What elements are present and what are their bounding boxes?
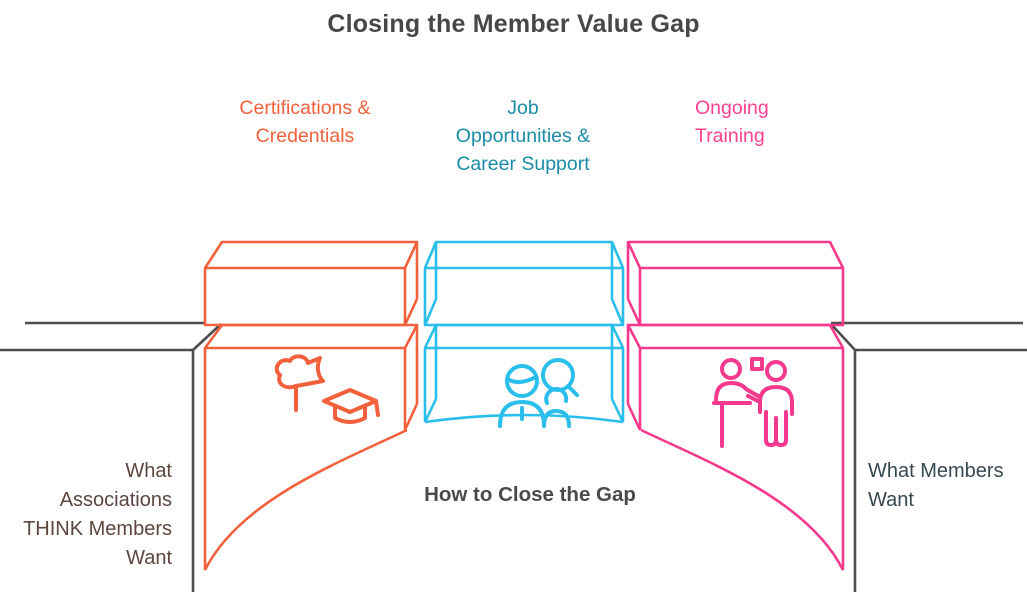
certificate-graduation-cap-icon	[274, 354, 380, 424]
ongoing-training-boxes	[626, 240, 845, 571]
column-label-job-opportunities: Job Opportunities & Career Support	[455, 97, 591, 175]
training-presenter-icon	[712, 357, 794, 448]
job-search-people-icon	[498, 358, 579, 428]
center-gap-label: How to Close the Gap	[424, 483, 636, 506]
column-label-ongoing-training: Ongoing Training	[695, 97, 769, 147]
job-opportunities-boxes	[423, 240, 625, 424]
ground-ledge-lines	[0, 321, 1027, 592]
left-gap-label: What Associations THINK Members Want	[23, 460, 172, 569]
diagram-title: Closing the Member Value Gap	[327, 10, 700, 38]
certifications-boxes	[203, 240, 419, 571]
right-gap-label: What Members Want	[868, 460, 1004, 511]
column-label-certifications: Certifications & Credentials	[239, 97, 371, 147]
